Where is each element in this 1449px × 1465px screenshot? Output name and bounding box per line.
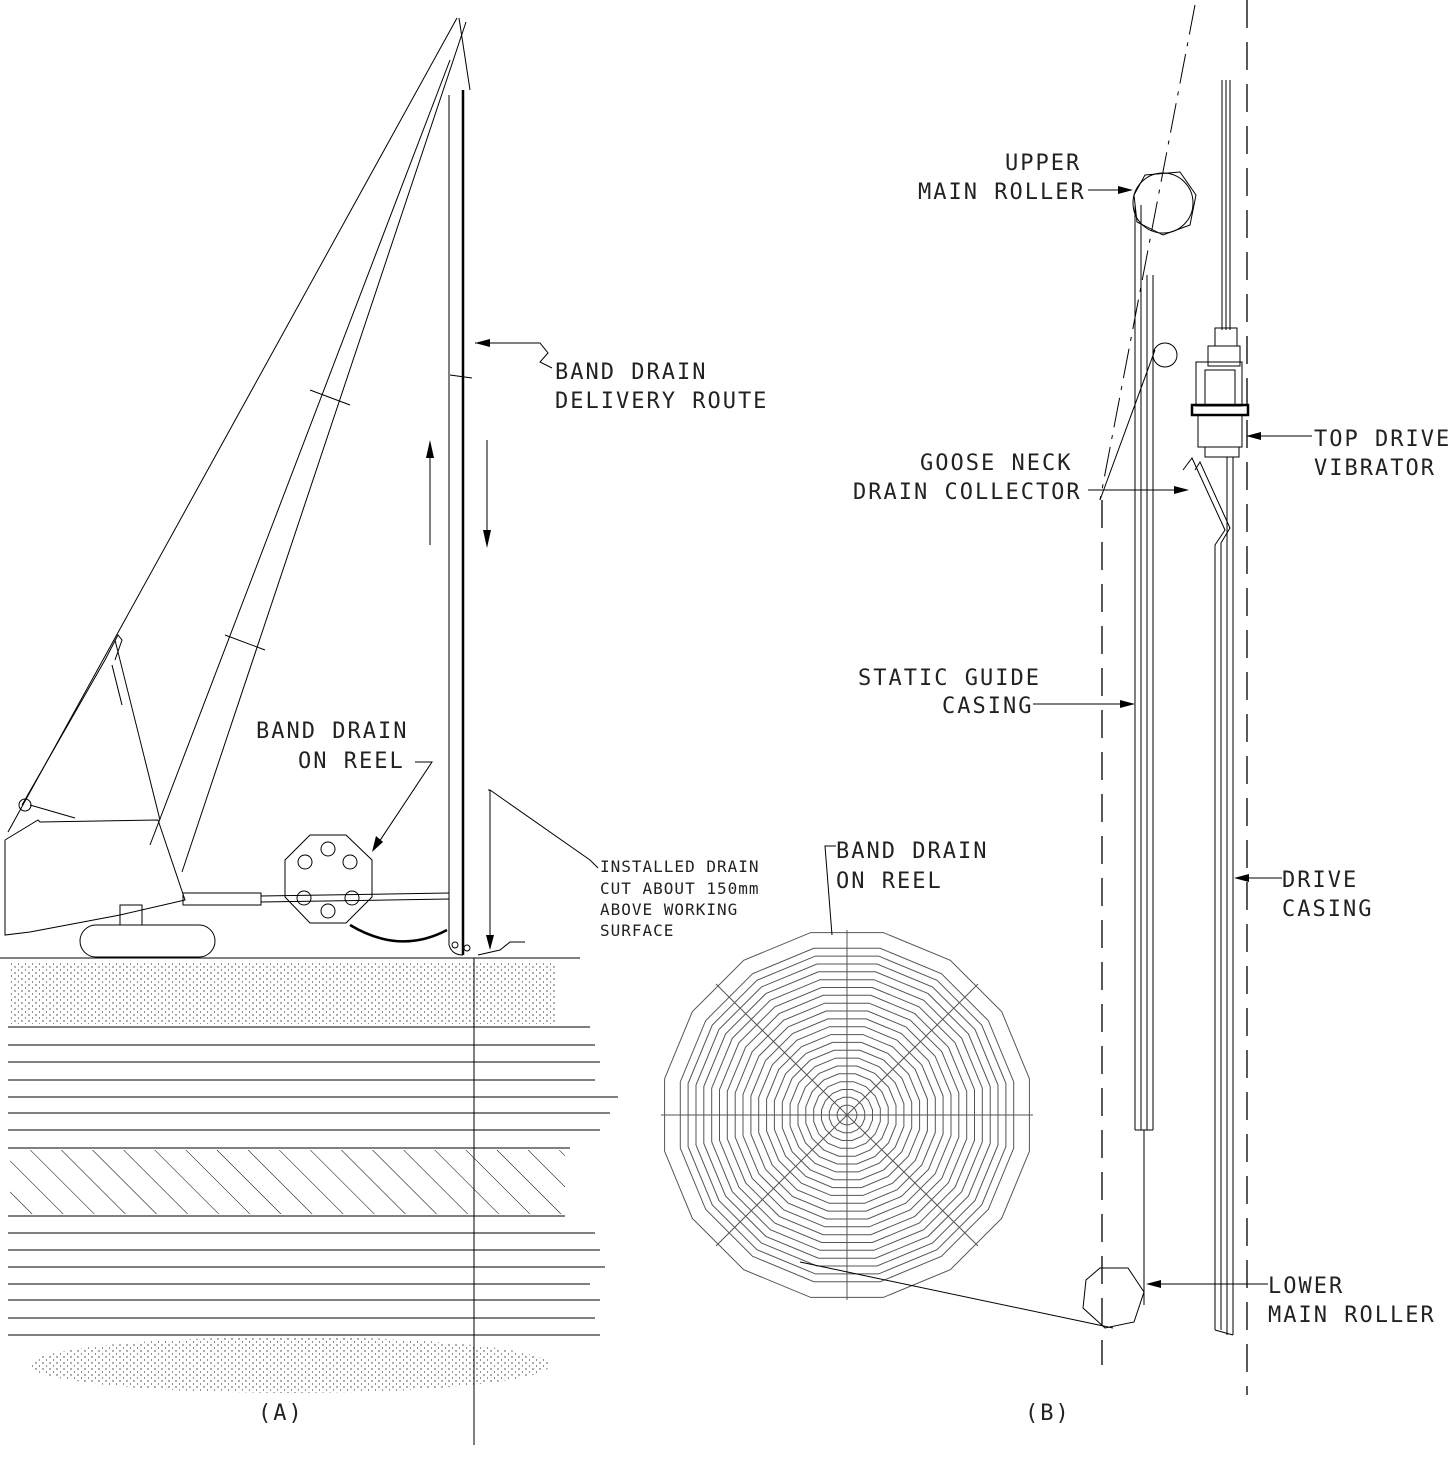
upper-roller-line1: UPPER (1005, 151, 1081, 176)
goose-neck-line1: GOOSE NECK (920, 451, 1072, 476)
goose-neck (1182, 457, 1231, 1330)
crane-boom (7, 17, 473, 873)
reel-ring (703, 971, 991, 1259)
reel-ring (821, 1089, 873, 1141)
reel-arm (182, 892, 450, 906)
arrow-down-icon (483, 530, 491, 548)
reel-ring (813, 1081, 881, 1149)
caption-a: (A) (258, 1401, 304, 1426)
reel-ring (750, 1018, 944, 1212)
reel-ring (836, 1104, 858, 1126)
big-reel (661, 930, 1033, 1300)
reel-ring (797, 1065, 897, 1165)
reel-ring (664, 932, 1030, 1298)
label-vibrator: TOP DRIVE VIBRATOR (1246, 427, 1449, 481)
small-reel (284, 834, 448, 943)
label-reel-a: BAND DRAIN ON REEL (256, 719, 433, 852)
arrow-up-icon (426, 440, 434, 458)
figure-a: BAND DRAIN DELIVERY ROUTE BAND DRAIN ON … (0, 17, 768, 1445)
drive-casing-line2: CASING (1282, 897, 1373, 922)
reel-a-line1: BAND DRAIN (256, 719, 408, 744)
guide-casing-line2: CASING (942, 694, 1033, 719)
label-reel-b: BAND DRAIN ON REEL (824, 839, 988, 936)
reel-ring (711, 979, 983, 1251)
label-goose-neck: GOOSE NECK DRAIN COLLECTOR (853, 451, 1189, 505)
goose-neck-line2: DRAIN COLLECTOR (853, 480, 1082, 505)
caption-b: (B) (1025, 1401, 1071, 1426)
vibrator-line1: TOP DRIVE (1314, 427, 1449, 452)
lower-roller-line1: LOWER (1268, 1274, 1344, 1299)
reel-a-line2: ON REEL (298, 749, 405, 774)
mast (448, 90, 465, 956)
reel-ring (758, 1026, 936, 1204)
vibrator-line2: VIBRATOR (1314, 456, 1436, 481)
upper-main-roller (1132, 171, 1197, 236)
reel-ring (742, 1010, 952, 1220)
label-guide-casing: STATIC GUIDE CASING (858, 666, 1135, 719)
reel-ring (695, 963, 999, 1267)
figure-b: UPPER MAIN ROLLER TOP DRIVE VIBRATOR GOO… (799, 0, 1449, 1426)
guide-casing-line1: STATIC GUIDE (858, 666, 1041, 691)
drive-casing-line1: DRIVE (1282, 868, 1358, 893)
reel-ring (828, 1096, 866, 1134)
installed-drain-line4: SURFACE (600, 921, 674, 940)
reel-ring (726, 994, 968, 1236)
drive-casing (1214, 457, 1234, 1336)
ground-strata (0, 941, 618, 1445)
reel-ring (773, 1041, 921, 1189)
reel-ring (734, 1002, 960, 1228)
crane-body (4, 634, 216, 958)
reel-ring (781, 1049, 913, 1181)
lower-roller-line2: MAIN ROLLER (1268, 1303, 1436, 1328)
installed-drain-line1: INSTALLED DRAIN (600, 857, 760, 876)
label-upper-roller: UPPER MAIN ROLLER (918, 151, 1133, 205)
top-drive-vibrator (1190, 80, 1250, 458)
reel-ring (687, 955, 1007, 1275)
static-guide-casing (799, 205, 1156, 1329)
reel-ring (679, 947, 1015, 1283)
reel-b-line1: BAND DRAIN (836, 839, 988, 864)
upper-roller-line2: MAIN ROLLER (918, 180, 1086, 205)
reel-ring (766, 1034, 928, 1196)
delivery-route-line2: DELIVERY ROUTE (555, 389, 768, 414)
installed-drain-line2: CUT ABOUT 150mm (600, 879, 760, 898)
lower-main-roller (1082, 1267, 1145, 1329)
delivery-arrows (426, 440, 491, 548)
label-delivery-route: BAND DRAIN DELIVERY ROUTE (475, 339, 768, 414)
reel-ring (805, 1073, 889, 1157)
label-installed-drain: INSTALLED DRAIN CUT ABOUT 150mm ABOVE WO… (486, 789, 760, 950)
reel-ring (789, 1057, 905, 1173)
label-drive-casing: DRIVE CASING (1234, 868, 1373, 922)
installed-drain-line3: ABOVE WORKING (600, 900, 738, 919)
reel-ring (719, 987, 975, 1243)
reel-b-line2: ON REEL (836, 869, 943, 894)
label-lower-roller: LOWER MAIN ROLLER (1146, 1274, 1436, 1328)
delivery-route-line1: BAND DRAIN (555, 360, 707, 385)
